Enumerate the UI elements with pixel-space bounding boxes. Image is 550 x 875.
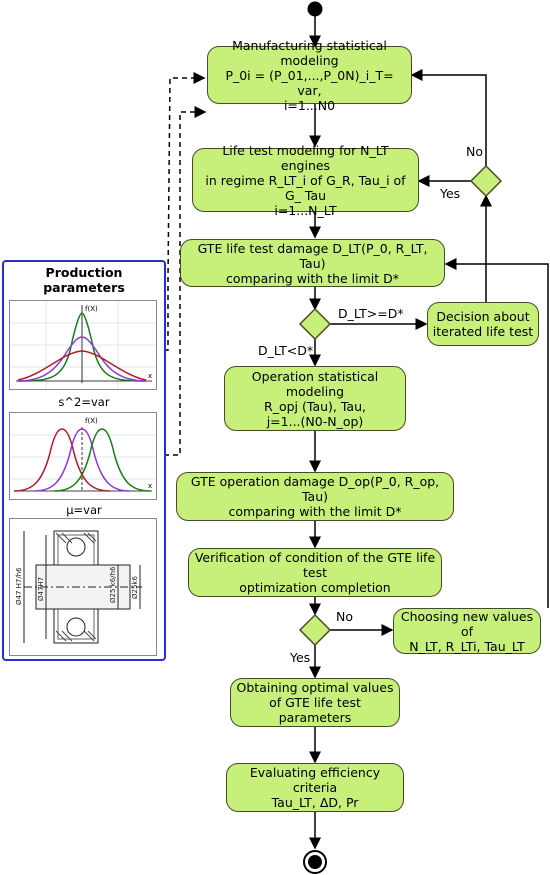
caption-variance: s^2=var bbox=[58, 395, 110, 409]
node-decision: Decision about iterated life test bbox=[427, 302, 539, 346]
node-life-test-damage: GTE life test damage D_LT(P_0, R_LT, Tau… bbox=[180, 239, 445, 287]
node-life-test-modeling: Life test modeling for N_LT engines in r… bbox=[192, 143, 419, 218]
label-yes-bottom: Yes bbox=[290, 650, 311, 665]
bearing-sketch: Ø47 H7/h6 Ø47H7 Ø25 k6/h6 Ø25k6 bbox=[15, 530, 142, 644]
decision-diamond-lt bbox=[298, 307, 332, 341]
mean-curves: f(X) x bbox=[10, 417, 156, 492]
mean-plot: f(X) x bbox=[9, 412, 157, 500]
plot1-y-label: f(X) bbox=[85, 305, 98, 313]
decision-diamond-iterate bbox=[469, 164, 503, 198]
label-no-bottom: No bbox=[336, 609, 353, 624]
production-parameters-panel: Production parameters f(X) x s^2=var f(X… bbox=[2, 260, 166, 661]
node-choosing: Choosing new values of N_LT, R_LTi, Tau_… bbox=[393, 608, 541, 654]
node-verification: Verification of condition of the GTE lif… bbox=[188, 548, 442, 597]
label-yes-top: Yes bbox=[440, 186, 461, 201]
plot2-x-label: x bbox=[148, 482, 152, 490]
caption-mean: μ=var bbox=[66, 503, 102, 517]
plot2-y-label: f(X) bbox=[85, 417, 98, 425]
end-node bbox=[303, 850, 327, 874]
variance-plot: f(X) x bbox=[9, 300, 157, 390]
label-cond-ge: D_LT>=D* bbox=[338, 306, 404, 321]
start-node bbox=[307, 1, 323, 17]
svg-text:Ø25k6: Ø25k6 bbox=[131, 576, 139, 599]
panel-title: Production parameters bbox=[43, 265, 125, 295]
node-operation-damage: GTE operation damage D_op(P_0, R_op, Tau… bbox=[176, 472, 454, 521]
svg-text:Ø47H7: Ø47H7 bbox=[37, 577, 45, 601]
plot1-x-label: x bbox=[148, 372, 152, 380]
node-operation-modeling: Operation statistical modeling R_opj (Ta… bbox=[224, 366, 406, 431]
node-evaluating: Evaluating efficiency criteria Tau_LT, Δ… bbox=[226, 763, 404, 812]
variance-curves: f(X) x bbox=[10, 301, 156, 389]
bearing-drawing: Ø47 H7/h6 Ø47H7 Ø25 k6/h6 Ø25k6 bbox=[9, 518, 157, 656]
label-cond-lt: D_LT<D* bbox=[258, 343, 314, 358]
decision-diamond-complete bbox=[298, 613, 332, 647]
node-obtaining: Obtaining optimal values of GTE life tes… bbox=[230, 678, 400, 727]
node-manufacturing: Manufacturing statistical modeling P_0i … bbox=[207, 38, 412, 113]
svg-text:Ø25 k6/h6: Ø25 k6/h6 bbox=[109, 566, 117, 603]
label-no-top: No bbox=[466, 144, 483, 159]
svg-text:Ø47 H7/h6: Ø47 H7/h6 bbox=[15, 567, 23, 605]
